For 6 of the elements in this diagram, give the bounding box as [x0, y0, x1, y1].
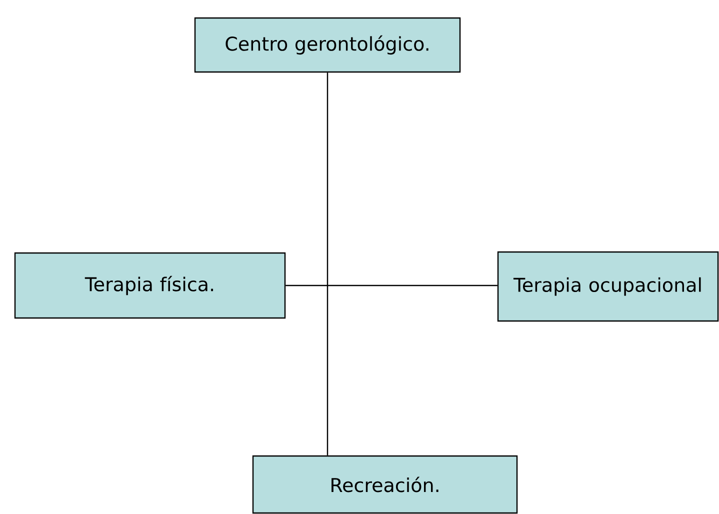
process-box: Terapia ocupacional — [497, 251, 719, 322]
process-box: Recreación. — [252, 455, 518, 514]
process-box: Centro gerontológico. — [194, 17, 461, 73]
connector-line — [286, 284, 498, 286]
process-box: Terapia física. — [14, 252, 286, 319]
connector-line — [326, 72, 328, 456]
